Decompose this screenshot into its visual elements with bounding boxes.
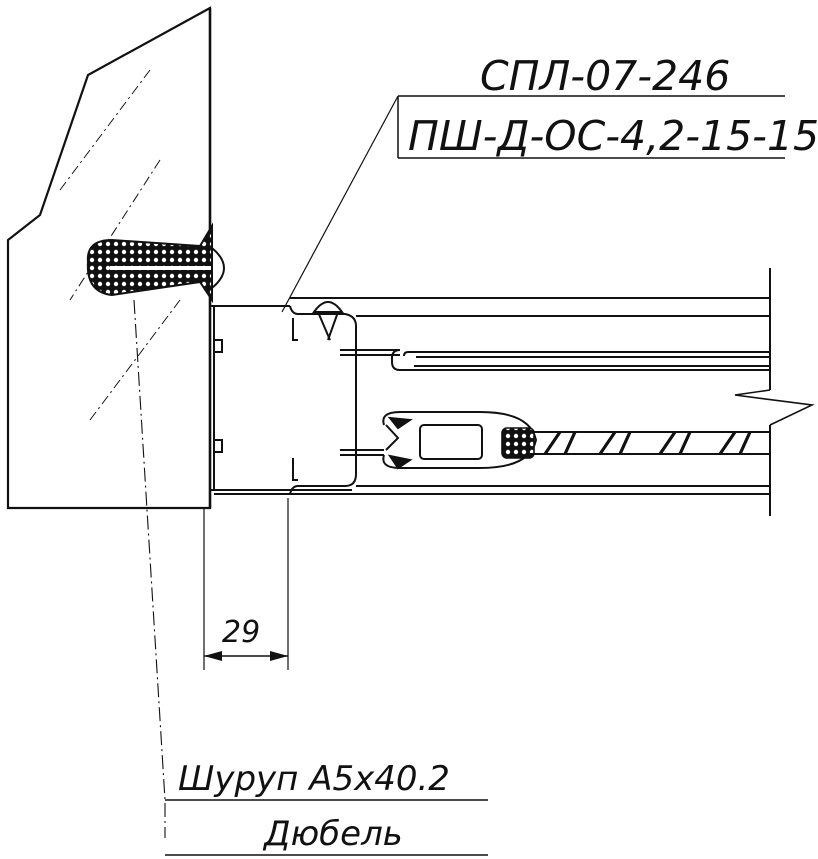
seal-code-label: ПШ-Д-ОС-4,2-15-15 — [408, 112, 818, 160]
callout-profile: СПЛ-07-246 ПШ-Д-ОС-4,2-15-15 — [281, 52, 818, 313]
profile-code-label: СПЛ-07-246 — [480, 52, 730, 100]
callout-fastener: Шуруп А5х40.2 Дюбель — [133, 299, 488, 856]
dowel-and-screw — [86, 222, 225, 304]
fixing-screw-top — [312, 301, 344, 341]
screw-label: Шуруп А5х40.2 — [178, 759, 450, 799]
dowel-label: Дюбель — [262, 814, 403, 854]
glazing-bead-lower — [340, 411, 770, 470]
glazing-strip-upper — [340, 349, 770, 371]
dimension-value: 29 — [222, 615, 260, 650]
sash-panel — [290, 268, 815, 516]
frame-profile — [209, 305, 357, 495]
dimension-29: 29 — [203, 498, 289, 670]
